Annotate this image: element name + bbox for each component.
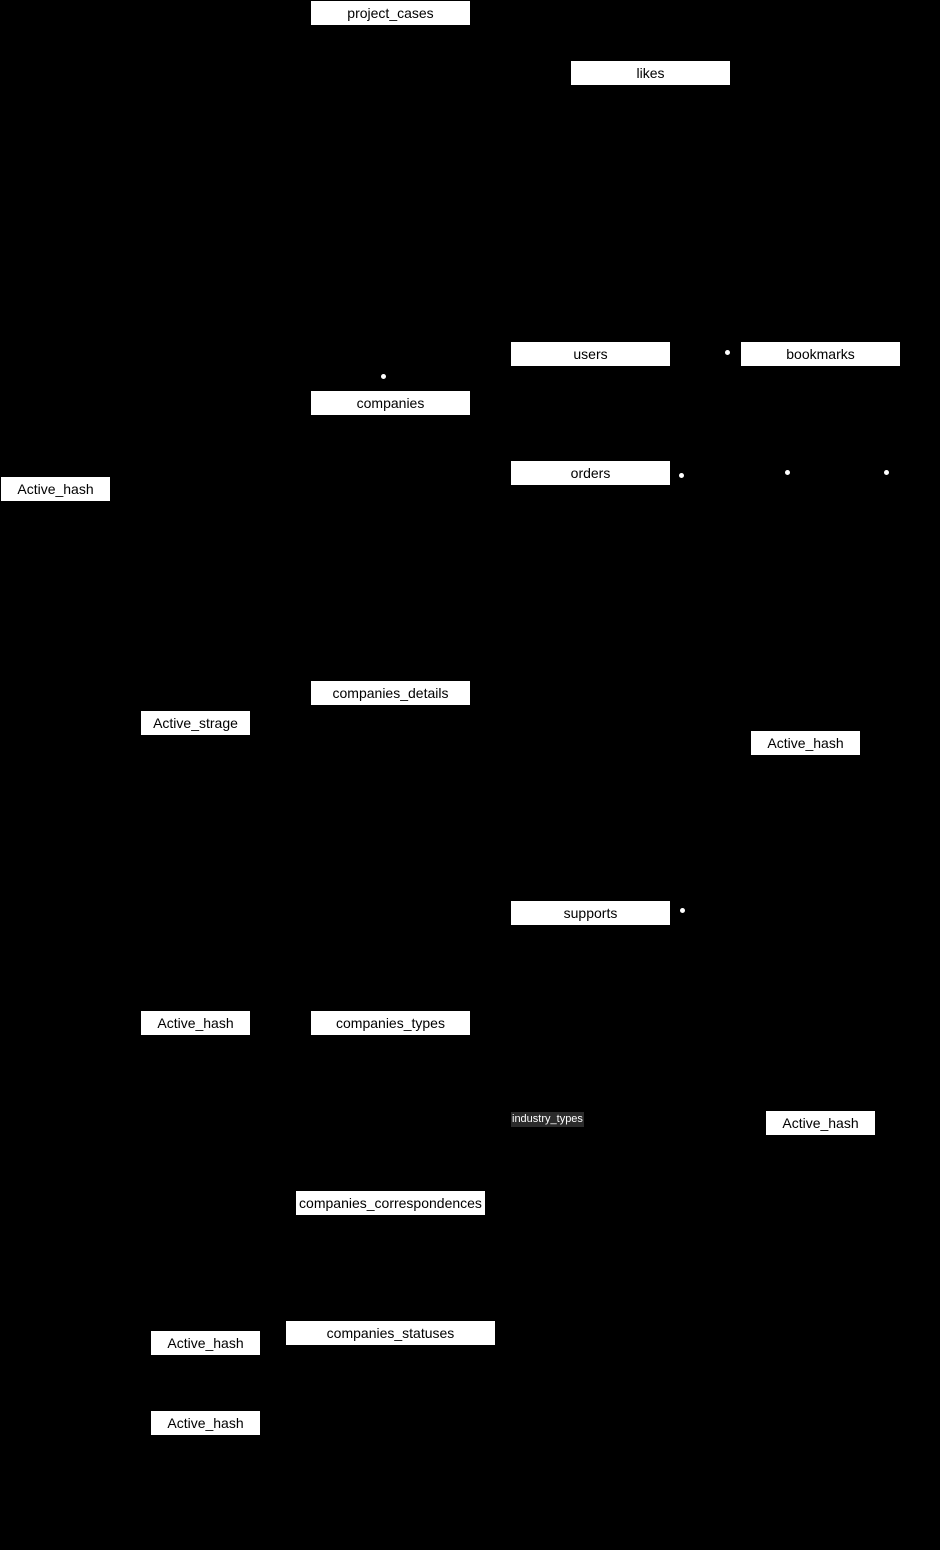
entity-active-hash-right[interactable]: Active_hash [751,731,860,755]
entity-active-hash-industry[interactable]: Active_hash [766,1111,875,1135]
entity-companies[interactable]: companies [311,391,470,415]
entity-companies-details[interactable]: companies_details [311,681,470,705]
entity-companies-statuses[interactable]: companies_statuses [286,1321,495,1345]
connector-dot-icon [884,470,889,475]
entity-orders[interactable]: orders [511,461,670,485]
connector-dot-icon [680,908,685,913]
connector-dot-icon [679,473,684,478]
entity-likes[interactable]: likes [571,61,730,85]
entity-supports[interactable]: supports [511,901,670,925]
entity-active-hash-statuses-2[interactable]: Active_hash [151,1411,260,1435]
connector-dot-icon [785,470,790,475]
entity-active-strage[interactable]: Active_strage [141,711,250,735]
entity-active-hash-left[interactable]: Active_hash [1,477,110,501]
entity-active-hash-statuses-1[interactable]: Active_hash [151,1331,260,1355]
entity-users[interactable]: users [511,342,670,366]
connector-dot-icon [725,350,730,355]
entity-project-cases[interactable]: project_cases [311,1,470,25]
entity-companies-correspondences[interactable]: companies_correspondences [296,1191,485,1215]
connector-dot-icon [381,374,386,379]
label-industry-types[interactable]: industry_types [511,1112,584,1127]
entity-active-hash-types[interactable]: Active_hash [141,1011,250,1035]
entity-bookmarks[interactable]: bookmarks [741,342,900,366]
entity-companies-types[interactable]: companies_types [311,1011,470,1035]
